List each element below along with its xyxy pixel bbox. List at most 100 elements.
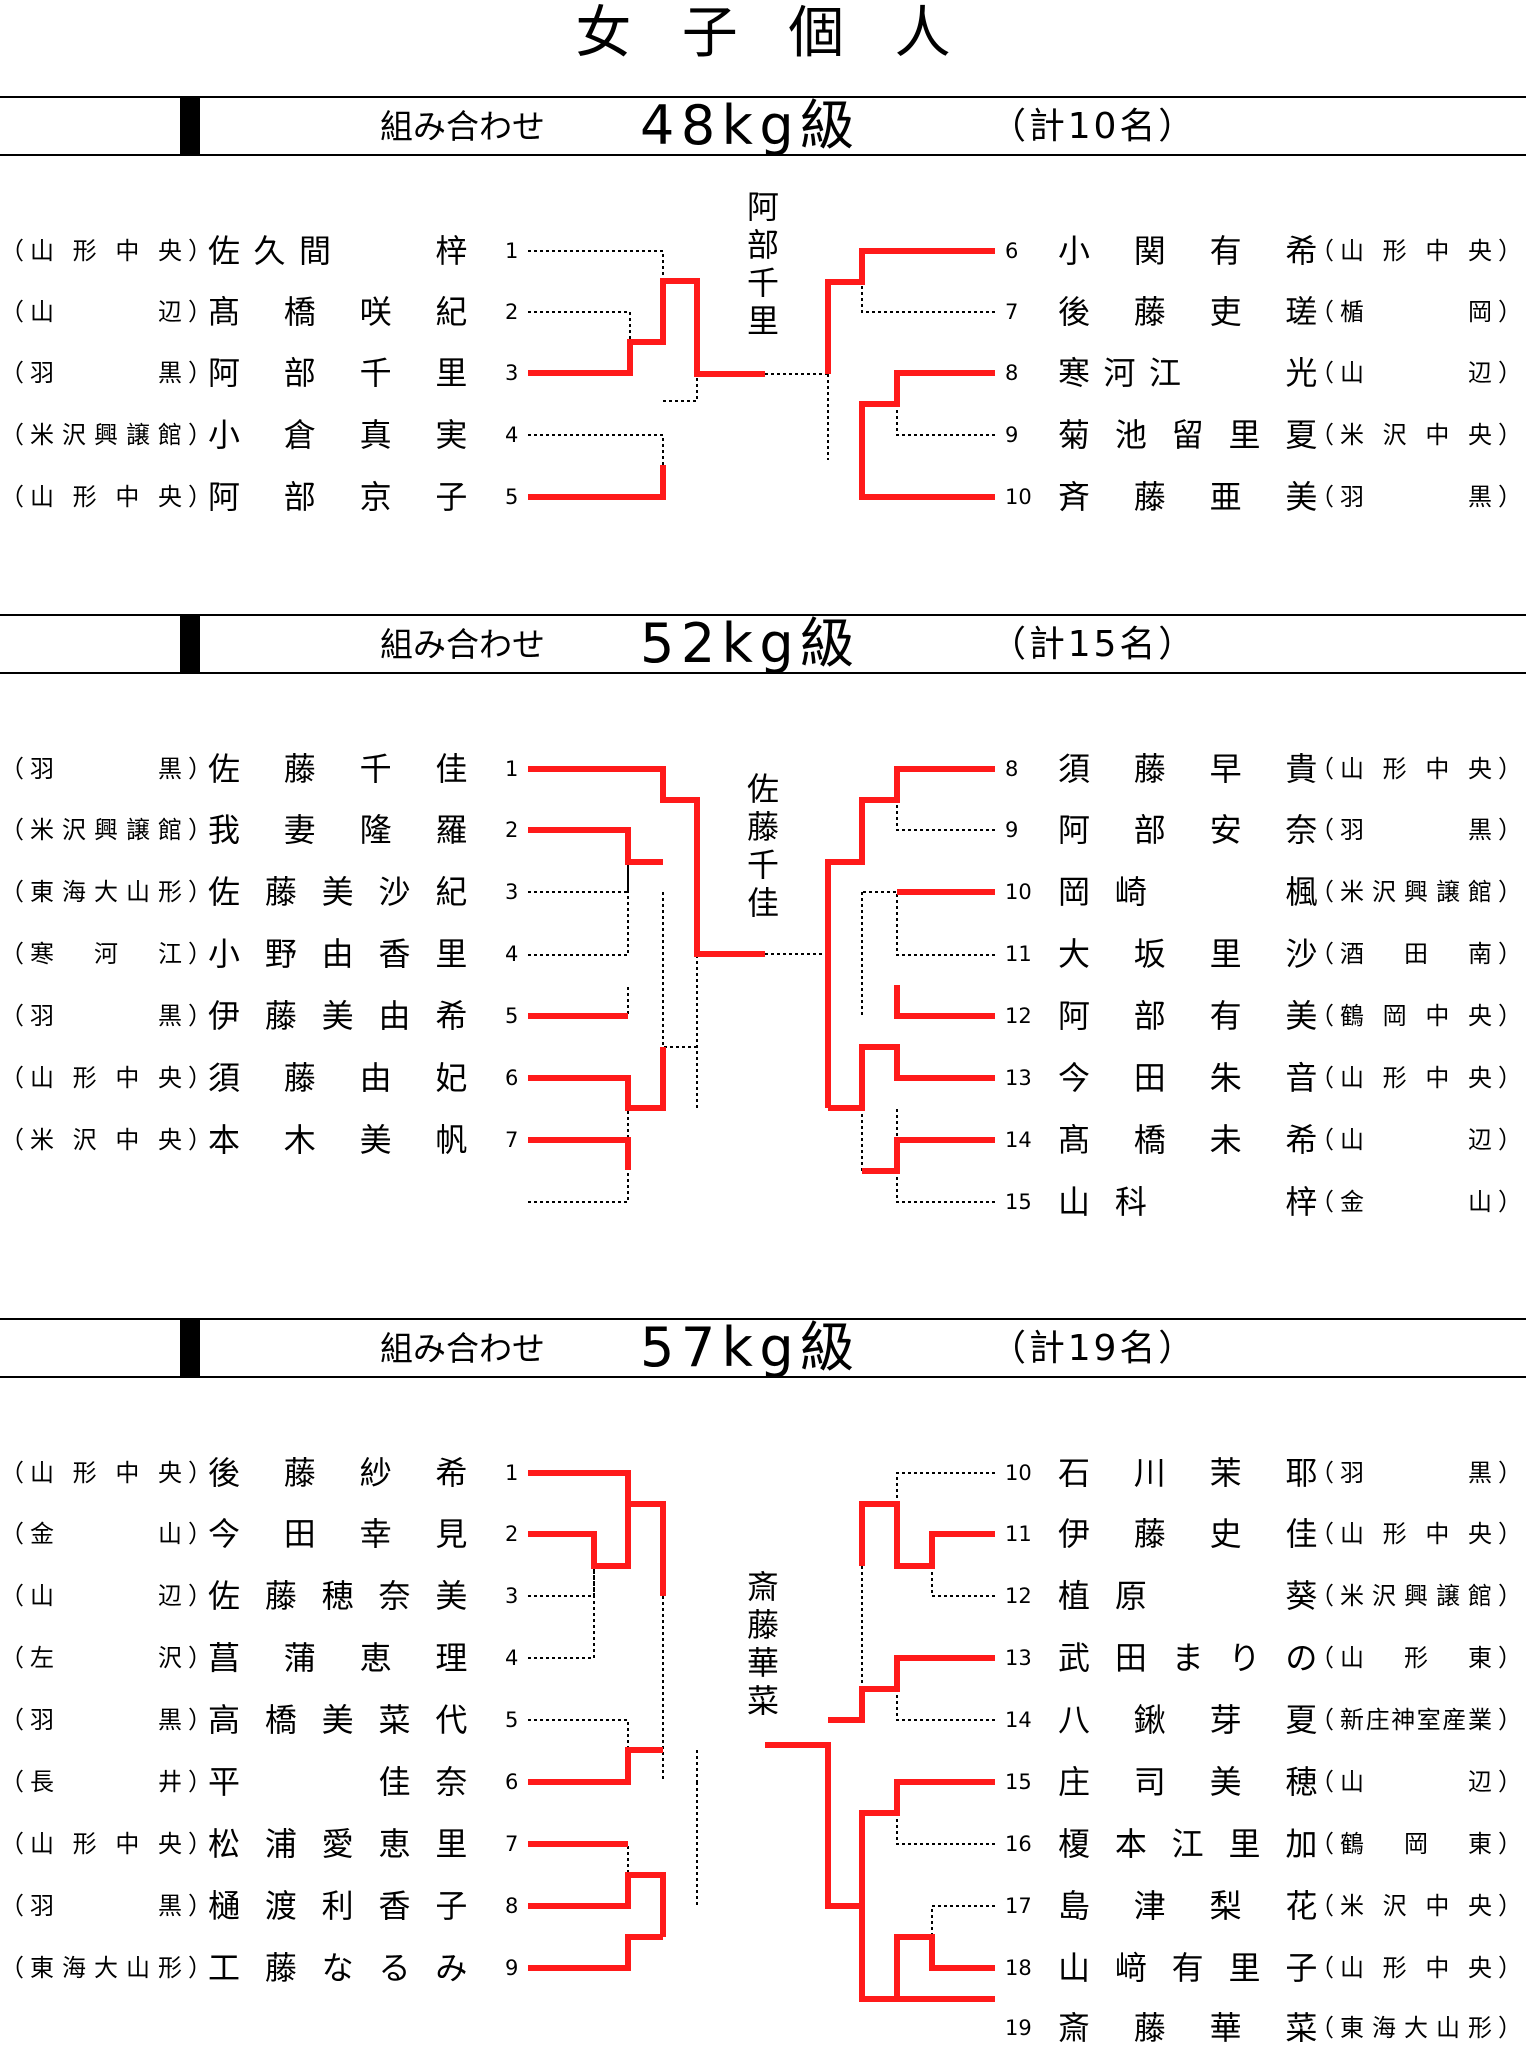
school-name: （羽 黒） — [0, 1892, 212, 1920]
bracket-57kg: 組み合わせ 57kg級 （計19名） — [0, 1318, 1526, 2048]
player-name: 髙橋未希 — [1058, 1121, 1318, 1159]
bracket-line — [931, 1905, 995, 1937]
bracket-line — [765, 1742, 995, 2002]
seed-number: 15 — [1005, 1190, 1032, 1214]
school-name: （山形東） — [1310, 1644, 1522, 1672]
player-name: 松浦愛恵里 — [208, 1825, 468, 1863]
bracket-line — [528, 1747, 663, 1785]
bracket-line — [896, 985, 995, 1017]
player-name: 我妻隆羅 — [208, 811, 468, 849]
player-name: 須藤早貴 — [1058, 750, 1318, 788]
seed-number: 15 — [1005, 1770, 1032, 1794]
school-name: （東海大山形） — [0, 878, 212, 906]
winner-name: 阿部千里 — [746, 188, 779, 340]
school-name: （羽 黒） — [1310, 483, 1522, 511]
school-name: （羽 黒） — [0, 1706, 212, 1734]
player-name: 大坂里沙 — [1058, 935, 1318, 973]
school-name: （金 山） — [0, 1520, 212, 1548]
participant-count: （計19名） — [990, 1328, 1198, 1369]
seed-number: 6 — [505, 1770, 519, 1794]
bracket-line — [896, 1047, 995, 1079]
seed-number: 5 — [505, 1708, 519, 1732]
school-name: （山形中央） — [0, 483, 212, 511]
bracket-line — [528, 465, 666, 500]
school-name: （米沢中央） — [1310, 421, 1522, 449]
player-name: 平 佳奈 — [208, 1763, 468, 1801]
seed-number: 7 — [505, 1128, 519, 1152]
bracket-line — [663, 374, 698, 402]
bracket-line — [528, 311, 631, 342]
player-name: 高橋美菜代 — [208, 1701, 468, 1739]
school-name: （新庄神室産業） — [1310, 1706, 1522, 1734]
weight-class-title: 52kg級 — [640, 612, 861, 675]
seed-number: 14 — [1005, 1708, 1032, 1732]
section-header: 組み合わせ 48kg級 （計10名） — [0, 96, 1526, 156]
seed-number: 11 — [1005, 1522, 1032, 1546]
school-name: （山形中央） — [0, 1064, 212, 1092]
seed-number: 4 — [505, 1646, 519, 1670]
school-name: （米沢興譲館） — [1310, 878, 1522, 906]
seed-number: 7 — [505, 1832, 519, 1856]
seed-number: 6 — [1005, 239, 1019, 263]
weight-class-title: 57kg級 — [640, 1316, 861, 1379]
player-name: 佐藤美沙紀 — [208, 873, 468, 911]
bracket-line — [528, 827, 663, 865]
player-name: 後藤紗希 — [208, 1454, 468, 1492]
weight-class-title: 48kg級 — [640, 94, 861, 157]
bracket-52kg: 組み合わせ 52kg級 （計15名） — [0, 614, 1526, 1254]
bracket-line — [825, 766, 995, 1108]
seed-number: 12 — [1005, 1584, 1032, 1608]
school-name: （楯 岡） — [1310, 298, 1522, 326]
school-name: （寒河江） — [0, 940, 212, 968]
seed-number: 3 — [505, 1584, 519, 1608]
bracket-line — [896, 1171, 995, 1203]
school-name: （羽 黒） — [1310, 1459, 1522, 1487]
bracket-line — [528, 1843, 629, 1875]
bracket-lines — [528, 1470, 995, 2002]
bracket-line — [896, 1109, 995, 1141]
school-name: （山 辺） — [1310, 1768, 1522, 1796]
player-name: 植原 葵 — [1058, 1577, 1318, 1615]
section-header: 組み合わせ 52kg級 （計15名） — [0, 614, 1526, 674]
seed-number: 1 — [505, 757, 519, 781]
participant-count: （計10名） — [990, 106, 1198, 147]
player-name: 斎藤華菜 — [1058, 2009, 1318, 2047]
school-name: （米沢中央） — [0, 1126, 212, 1154]
player-name: 武田まりの — [1058, 1639, 1318, 1677]
seed-number: 10 — [1005, 880, 1032, 904]
header-kumiawase: 組み合わせ — [380, 1329, 545, 1368]
bracket-line — [528, 862, 629, 893]
bracket-line — [528, 1566, 595, 1597]
player-name: 山﨑有里子 — [1058, 1949, 1318, 1987]
school-name: （羽 黒） — [0, 359, 212, 387]
school-name: （羽 黒） — [0, 755, 212, 783]
player-name: 佐藤穂奈美 — [208, 1577, 468, 1615]
player-name: 石川茉耶 — [1058, 1454, 1318, 1492]
bracket-line — [528, 1047, 666, 1111]
school-name: （東海大山形） — [1310, 2014, 1522, 2042]
school-name: （米沢興譲館） — [0, 421, 212, 449]
school-name: （羽 黒） — [1310, 816, 1522, 844]
seed-number: 1 — [505, 239, 519, 263]
seed-number: 5 — [505, 1004, 519, 1028]
bracket-line — [896, 404, 995, 436]
school-name: （山形中央） — [1310, 1954, 1522, 1982]
seed-number: 12 — [1005, 1004, 1032, 1028]
bracket-line — [862, 891, 995, 956]
player-name: 伊藤美由希 — [208, 997, 468, 1035]
bracket-line — [528, 862, 629, 956]
seed-number: 17 — [1005, 1894, 1032, 1918]
school-name: （米沢中央） — [1310, 1892, 1522, 1920]
player-name: 小野由香里 — [208, 935, 468, 973]
player-name: 今田朱音 — [1058, 1059, 1318, 1097]
school-name: （長 井） — [0, 1768, 212, 1796]
bracket-line — [528, 1108, 629, 1141]
header-marker — [180, 1320, 200, 1378]
bracket-line — [528, 1937, 629, 1969]
player-name: 髙橋咲紀 — [208, 293, 468, 331]
bracket-line — [859, 1779, 995, 1906]
bracket-line — [828, 1044, 995, 1111]
player-name: 本木美帆 — [208, 1121, 468, 1159]
player-name: 須藤由妃 — [208, 1059, 468, 1097]
seed-number: 1 — [505, 1461, 519, 1485]
